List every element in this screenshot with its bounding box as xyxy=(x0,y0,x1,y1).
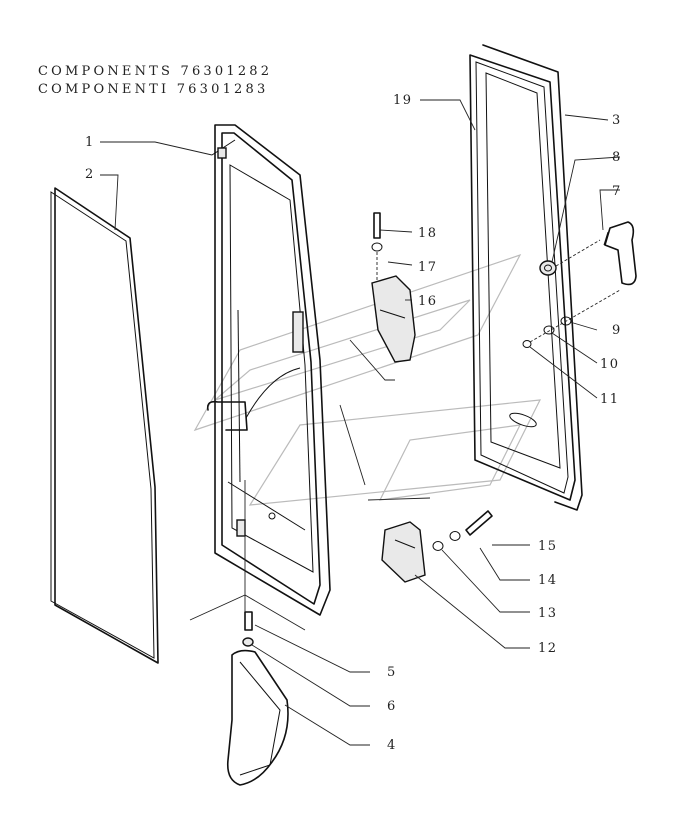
callout-18: 18 xyxy=(418,226,438,241)
callout-16: 16 xyxy=(418,294,438,309)
callout-11: 11 xyxy=(600,392,620,407)
part-18-screw xyxy=(373,212,381,280)
header-line-2: COMPONENTI 76301283 xyxy=(38,82,269,97)
callout-8: 8 xyxy=(612,150,622,165)
callout-13: 13 xyxy=(538,606,558,621)
watermark-logo xyxy=(193,253,542,506)
part-5-screw xyxy=(244,611,253,631)
part-2-side-glass xyxy=(50,187,159,664)
callout-19: 19 xyxy=(393,93,413,108)
callout-5: 5 xyxy=(387,665,397,680)
callout-4: 4 xyxy=(387,738,397,753)
header-line-1: COMPONENTS 76301282 xyxy=(38,64,273,79)
callout-9: 9 xyxy=(612,323,622,338)
part-4-armrest xyxy=(226,649,289,786)
parts-9-10-11-fasteners xyxy=(522,289,621,348)
part-3-seal xyxy=(482,44,583,511)
callout-3: 3 xyxy=(612,113,622,128)
callout-6: 6 xyxy=(387,699,397,714)
part-1-door-frame xyxy=(206,124,331,616)
part-17-washer xyxy=(371,242,383,252)
callout-14: 14 xyxy=(538,573,558,588)
callout-17: 17 xyxy=(418,260,438,275)
part-12-lock xyxy=(381,521,426,583)
part-8-bushing xyxy=(539,239,601,276)
callout-2: 2 xyxy=(85,167,95,182)
callout-labels: 1 2 3 4 5 6 7 8 9 10 11 12 13 14 15 16 1… xyxy=(85,93,622,753)
callout-15: 15 xyxy=(538,539,558,554)
part-16-catch xyxy=(371,275,416,363)
parts-13-14-15-fasteners xyxy=(432,510,493,551)
part-6-washer xyxy=(242,637,254,647)
callout-10: 10 xyxy=(600,357,620,372)
callout-7: 7 xyxy=(612,184,622,199)
part-7-handle xyxy=(603,221,637,286)
part-19-door-glass xyxy=(469,54,576,501)
callout-12: 12 xyxy=(538,641,558,656)
callout-1: 1 xyxy=(85,135,95,150)
leader-lines xyxy=(100,99,621,746)
